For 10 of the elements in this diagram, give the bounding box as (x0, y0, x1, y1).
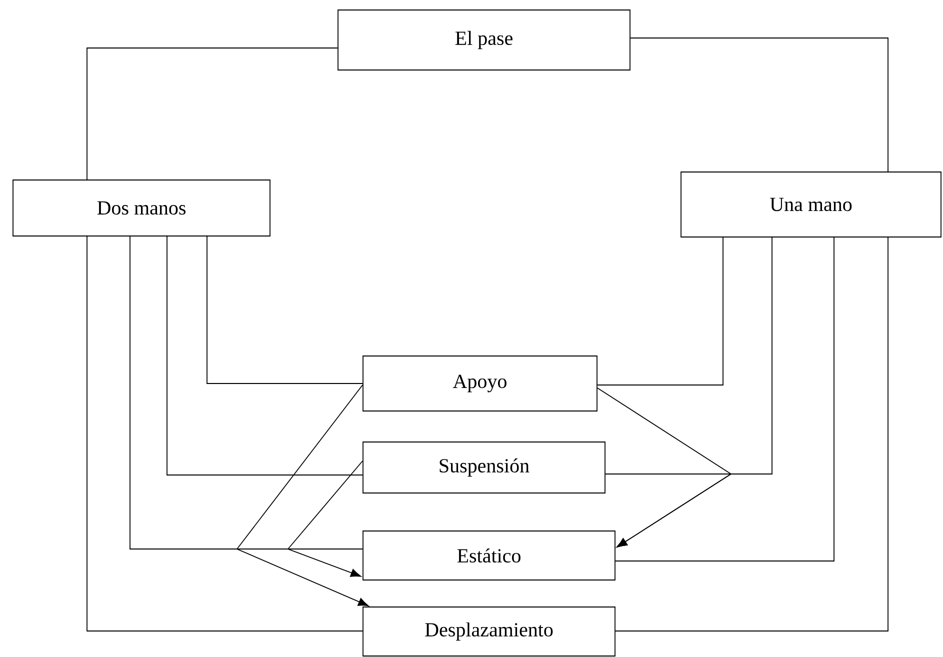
process-box: Suspensión (362, 442, 606, 494)
process-box: Una mano (680, 172, 942, 238)
connector-arrow (236, 384, 369, 606)
process-box: El pase (338, 10, 630, 70)
process-box: Estático (362, 530, 616, 580)
process-box: Desplazamiento (362, 606, 616, 656)
process-box: Apoyo (362, 356, 598, 412)
connector-arrow (287, 460, 363, 577)
process-box: Dos manos (12, 180, 270, 236)
connector-arrow (605, 474, 733, 548)
